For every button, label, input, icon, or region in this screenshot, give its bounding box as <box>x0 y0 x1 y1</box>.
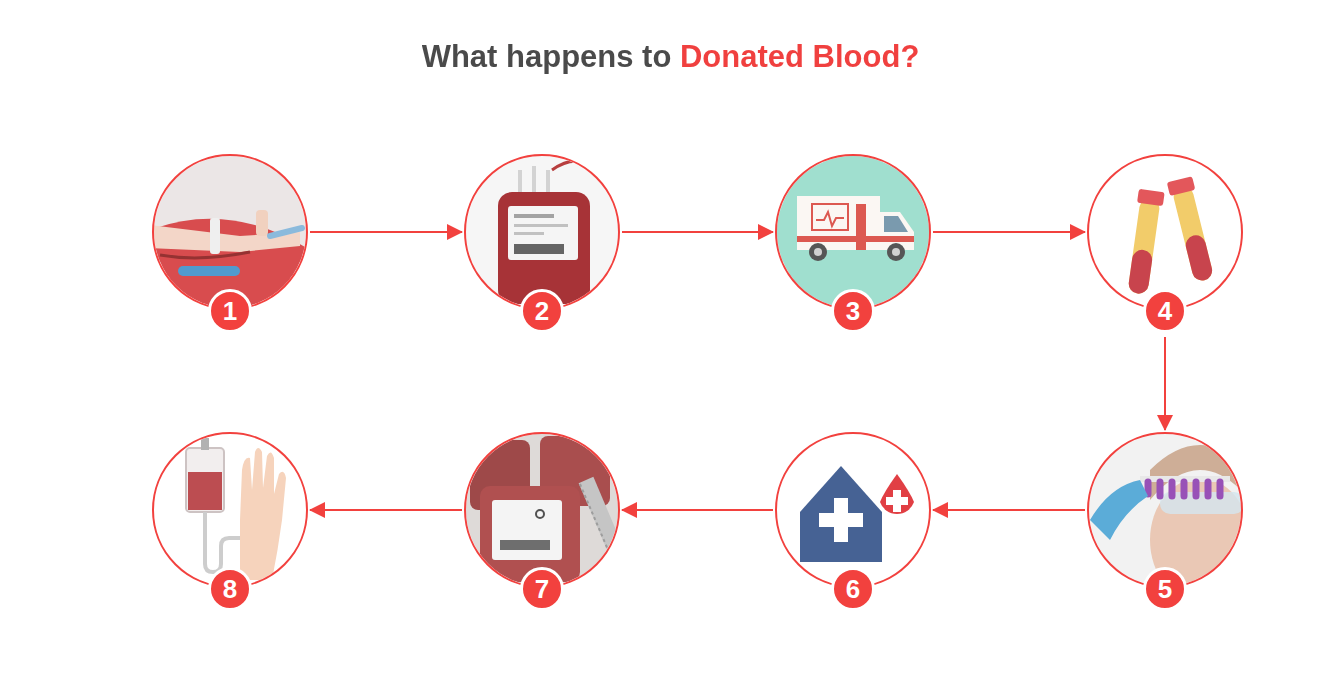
step-badge: 8 <box>208 567 252 611</box>
blood-bag-photo <box>462 150 622 310</box>
step-circle: 3 <box>775 154 931 310</box>
step-badge: 6 <box>831 567 875 611</box>
flow-arrow <box>310 509 462 511</box>
callout-number: 8 <box>223 576 237 602</box>
flow-arrow <box>1164 337 1166 430</box>
step-circle: 8 <box>152 432 308 588</box>
step-circle: 2 <box>464 154 620 310</box>
lab-photo <box>1085 430 1250 602</box>
flow-arrow <box>933 231 1085 233</box>
callout-number: 4 <box>1158 298 1172 324</box>
step-badge: 7 <box>520 567 564 611</box>
flow-arrow <box>310 231 462 233</box>
step-badge: 5 <box>1143 567 1187 611</box>
step-circle: 5 <box>1087 432 1243 588</box>
callout-number: 6 <box>846 576 860 602</box>
callout-number: 7 <box>535 576 549 602</box>
flow-arrow <box>933 509 1085 511</box>
step-badge: 3 <box>831 289 875 333</box>
callout-number: 5 <box>1158 576 1172 602</box>
step-circle: 4 <box>1087 154 1243 310</box>
title-bar: What happens to Donated Blood? <box>0 38 1341 75</box>
donation-photo <box>150 150 310 312</box>
step-badge: 2 <box>520 289 564 333</box>
step-circle: 6 <box>775 432 931 588</box>
step-circle: 1 <box>152 154 308 310</box>
step-badge: 1 <box>208 289 252 333</box>
transfusion-icon <box>150 430 310 590</box>
step-circle: 7 <box>464 432 620 588</box>
callout-number: 1 <box>223 298 237 324</box>
blood-bags-photo <box>462 430 622 590</box>
callout-number: 2 <box>535 298 549 324</box>
diagram-title: What happens to Donated Blood? <box>422 38 920 75</box>
step-badge: 4 <box>1143 289 1187 333</box>
flow-arrow <box>622 509 773 511</box>
callout-number: 3 <box>846 298 860 324</box>
flow-arrow <box>622 231 773 233</box>
